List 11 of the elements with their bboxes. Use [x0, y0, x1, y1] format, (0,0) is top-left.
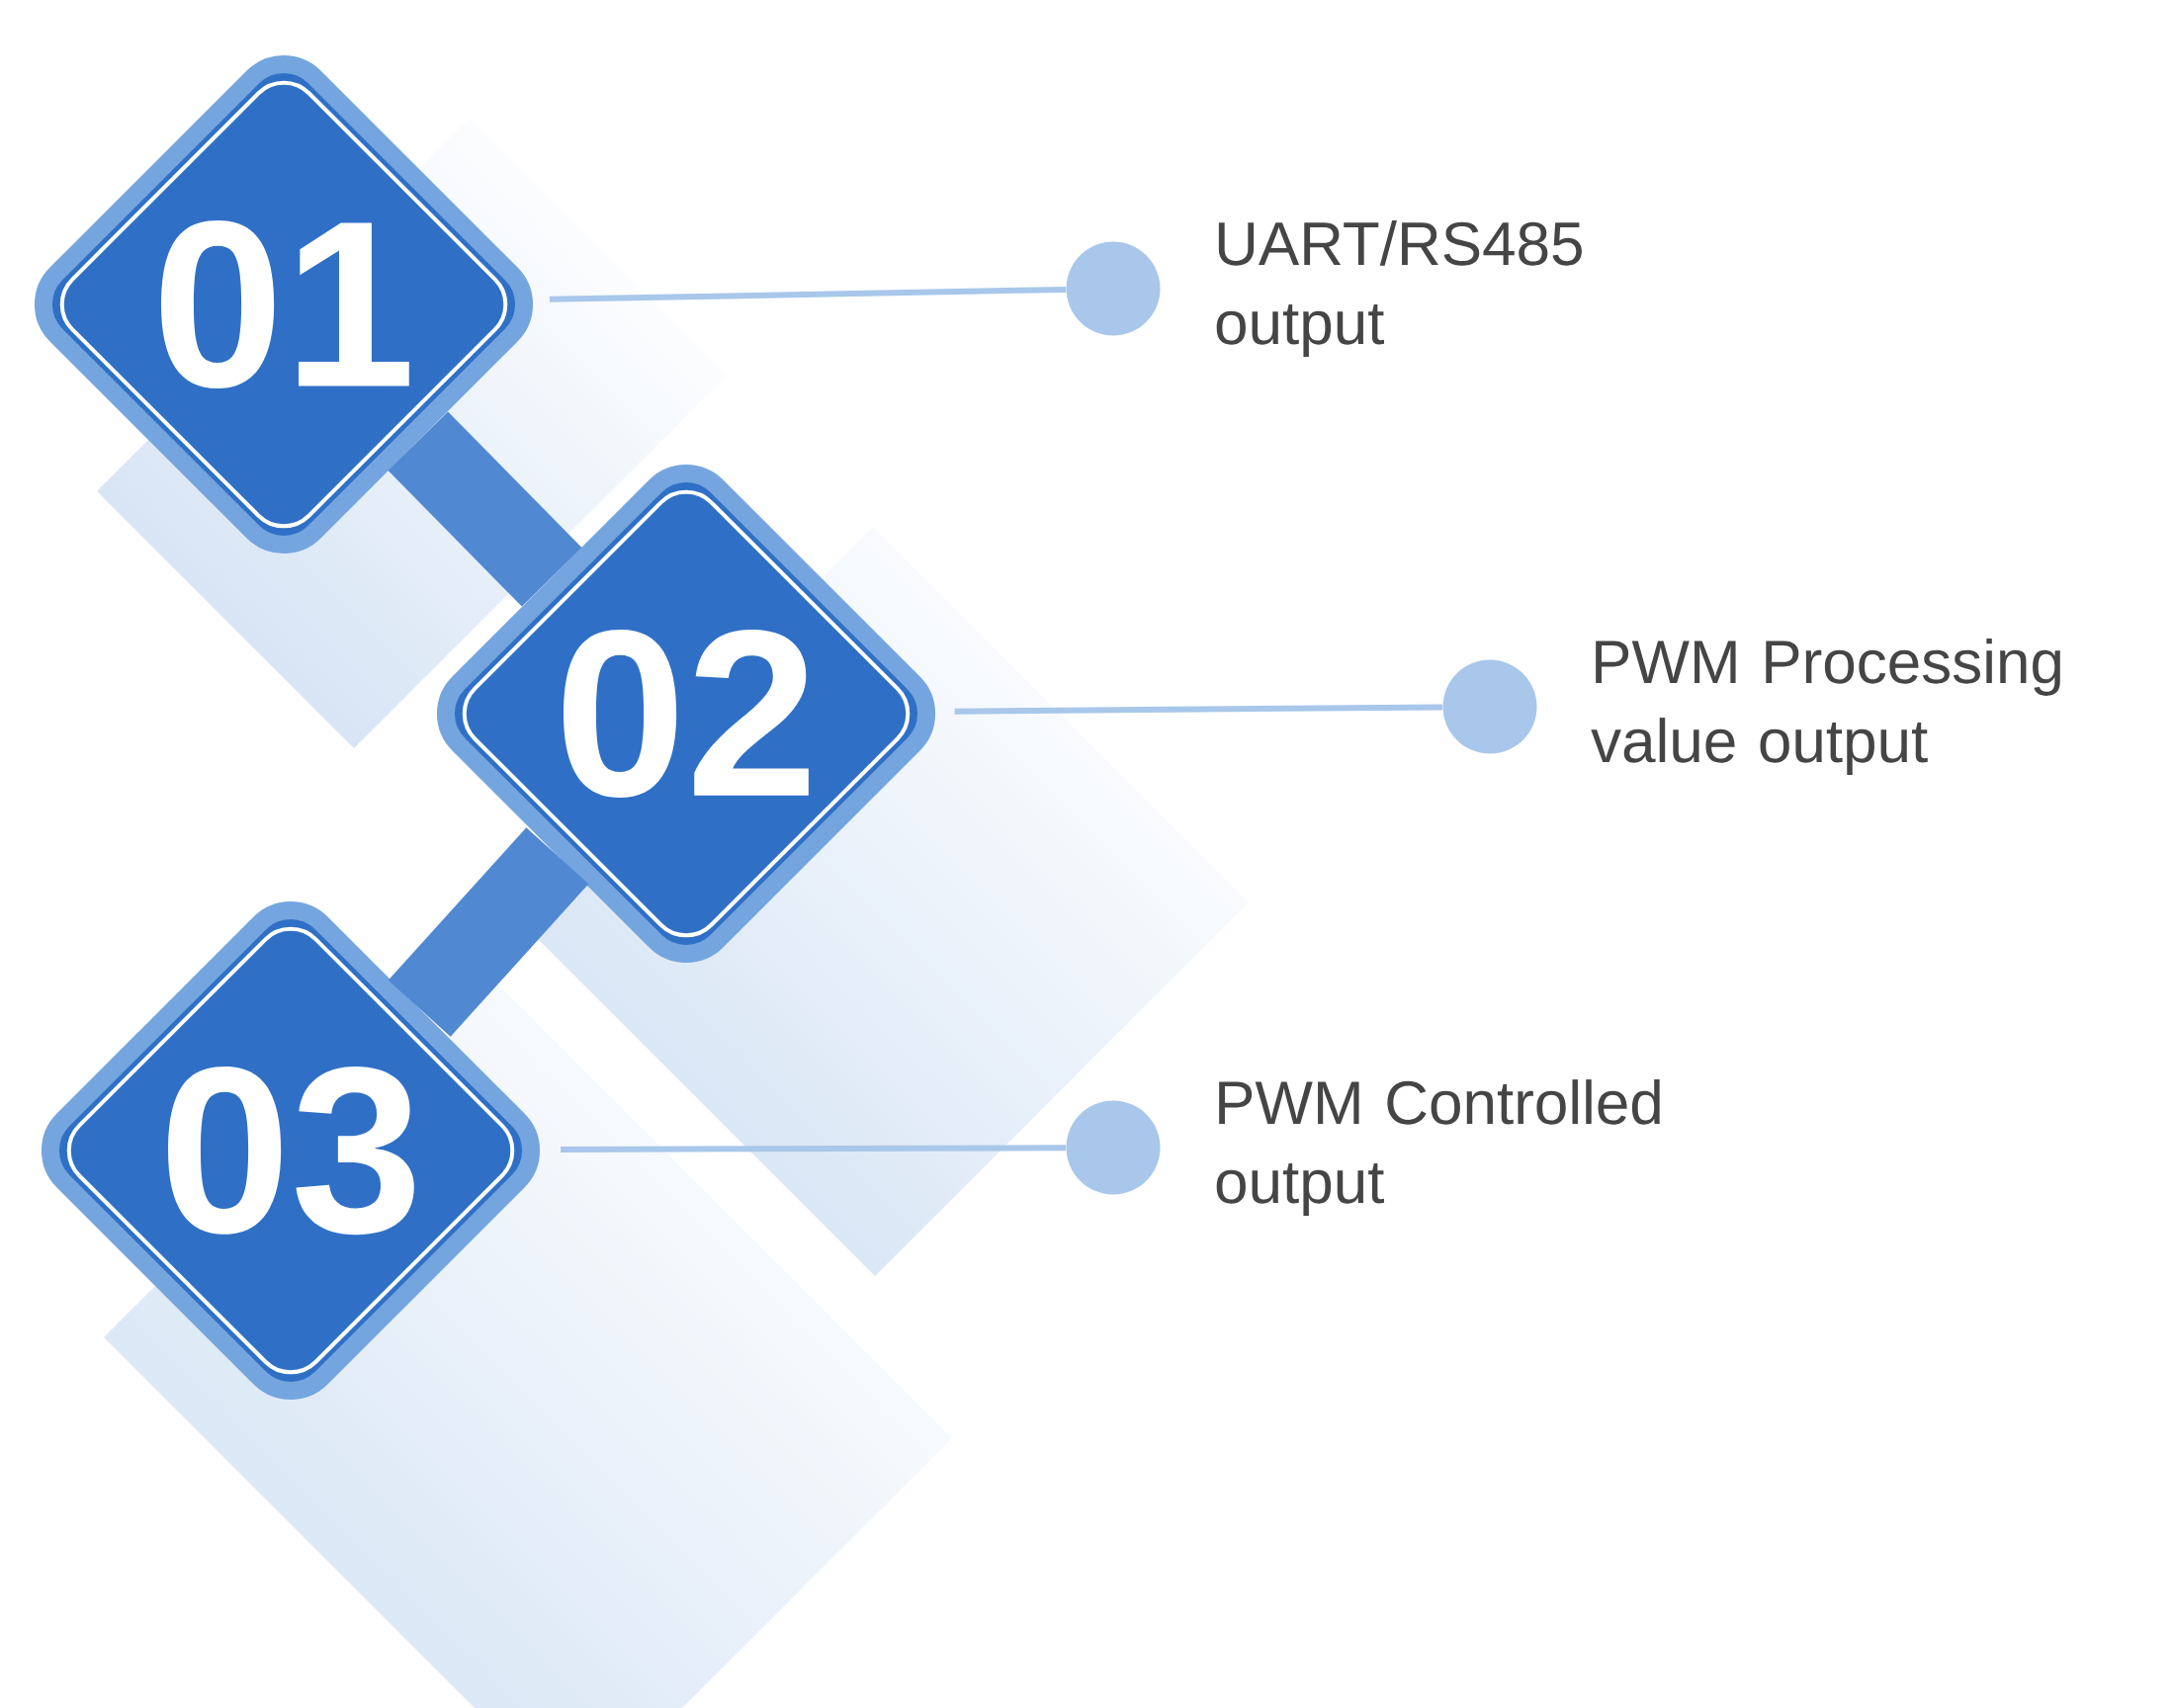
label-text: PWM Controlled output: [1216, 1079, 1660, 1216]
connector-bar: [388, 827, 589, 1037]
connector-bar: [388, 411, 582, 607]
dot-marker: [1066, 1100, 1161, 1195]
dot-marker: [1066, 241, 1161, 336]
connector-line: [549, 286, 1067, 302]
dot-marker: [1442, 659, 1537, 754]
connector-line: [954, 704, 1443, 715]
label-text: UART/RS485 output: [1216, 220, 1582, 357]
connector-line: [561, 1145, 1067, 1153]
label-text: PWM Processing value output: [1591, 639, 2060, 775]
